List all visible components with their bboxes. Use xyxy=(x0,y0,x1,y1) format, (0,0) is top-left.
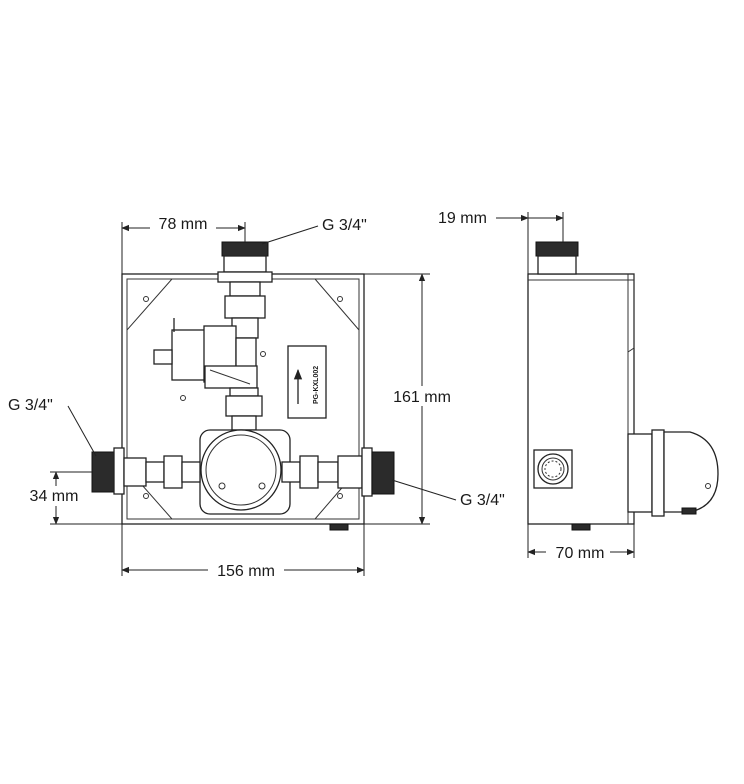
dim-depth: 70 mm xyxy=(556,545,605,562)
connection-top-label: G 3/4" xyxy=(322,217,367,234)
side-view xyxy=(527,241,719,531)
right-manifold xyxy=(281,447,395,497)
bottom-tab xyxy=(329,523,349,531)
dim-side-height: 34 mm xyxy=(30,488,79,505)
dim-top-width: 78 mm xyxy=(159,216,208,233)
filter-body xyxy=(199,429,291,515)
top-fitting xyxy=(217,241,273,339)
label-plate-text: PG-KXL002 xyxy=(313,366,320,404)
side-top-fitting xyxy=(535,241,579,257)
dim-top-offset: 19 mm xyxy=(438,210,487,227)
connection-left-label: G 3/4" xyxy=(8,397,53,414)
side-dimensions: 19 mm 70 mm xyxy=(438,210,635,562)
connection-right-label: G 3/4" xyxy=(460,492,505,509)
mid-pipe xyxy=(225,387,263,431)
label-plate: PG-KXL002 xyxy=(287,345,327,419)
solenoid-valve xyxy=(153,318,258,389)
front-dimensions: 78 mm G 3/4" 161 mm 156 mm 34 mm G 3/4" … xyxy=(8,212,505,580)
front-view: PG-KXL002 xyxy=(91,241,395,531)
dim-width: 156 mm xyxy=(217,563,275,580)
side-bottom-tab xyxy=(571,523,591,531)
dim-height: 161 mm xyxy=(393,389,451,406)
left-manifold xyxy=(91,447,201,495)
side-strainer-port xyxy=(533,449,573,489)
side-cap xyxy=(627,429,719,517)
corner-brackets xyxy=(126,278,360,520)
